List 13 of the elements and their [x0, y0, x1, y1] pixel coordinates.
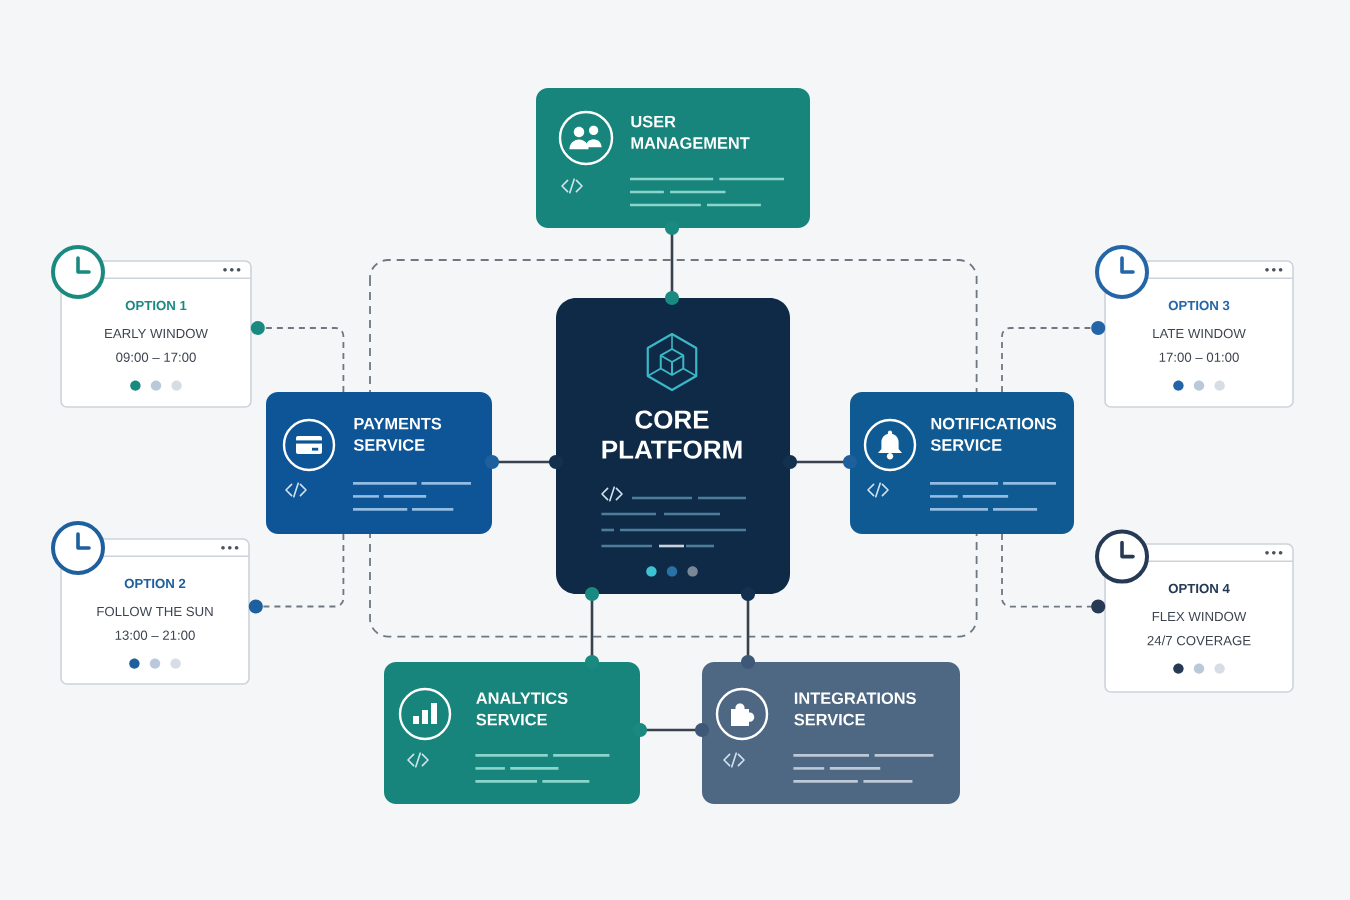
connector	[485, 455, 563, 469]
platform-box: CORE PLATFORM	[556, 298, 790, 594]
service-box: ANALYTICS SERVICE	[384, 662, 640, 804]
connector	[250, 321, 345, 393]
connector	[1001, 321, 1106, 393]
service-box: PAYMENTS SERVICE	[266, 392, 492, 534]
connector	[1001, 533, 1106, 614]
service-box: INTEGRATIONS SERVICE	[702, 662, 960, 804]
connector	[248, 533, 345, 614]
connector	[741, 587, 755, 669]
service-box: NOTIFICATIONS SERVICE	[850, 392, 1074, 534]
connector	[783, 455, 857, 469]
service-box: USER MANAGEMENT	[536, 88, 810, 228]
